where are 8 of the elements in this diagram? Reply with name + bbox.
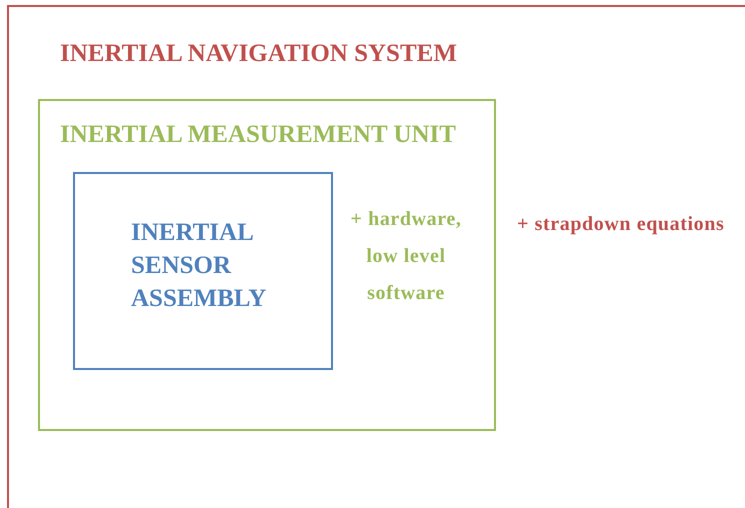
box-title: INERTIAL SENSOR ASSEMBLY: [131, 218, 268, 314]
assembly-box: [73, 172, 333, 370]
unit-box: [38, 99, 496, 431]
box-title: INERTIAL NAVIGATION SYSTEM: [60, 39, 457, 69]
system-frame: [7, 5, 745, 508]
box-title: INERTIAL MEASUREMENT UNIT: [60, 120, 456, 150]
box-note: + strapdown equations: [517, 212, 724, 237]
box-note: + hardware, low level software: [350, 207, 462, 306]
